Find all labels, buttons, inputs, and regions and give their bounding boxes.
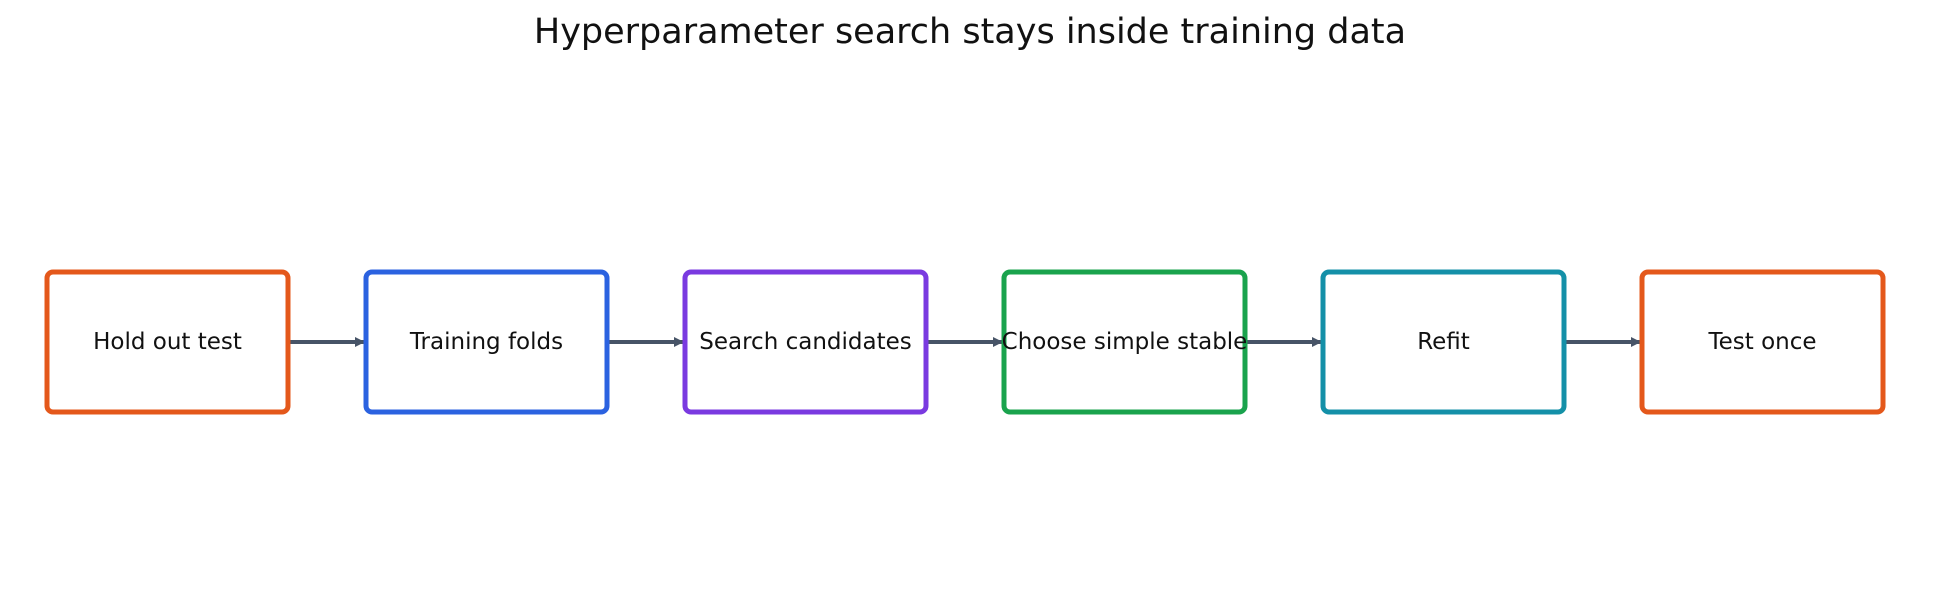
node-box	[1001, 269, 1248, 415]
node-label: Test once	[1707, 329, 1816, 355]
node-label: Refit	[1417, 329, 1470, 355]
node-label: Choose simple stable	[1002, 329, 1248, 355]
node-3: Search candidates	[682, 269, 929, 415]
node-label: Hold out test	[93, 329, 242, 355]
node-1: Hold out test	[44, 269, 291, 415]
node-4: Choose simple stable	[1001, 269, 1248, 415]
diagram-title: Hyperparameter search stays inside train…	[533, 12, 1407, 52]
node-box	[44, 269, 291, 415]
node-label: Training folds	[409, 329, 563, 355]
node-box	[1320, 269, 1567, 415]
node-2: Training folds	[363, 269, 610, 415]
nodes-layer: Hold out test Training folds Search candid…	[44, 269, 1886, 415]
node-box	[682, 269, 929, 415]
node-box	[1639, 269, 1886, 415]
node-5: Refit	[1320, 269, 1567, 415]
node-box	[363, 269, 610, 415]
node-6: Test once	[1639, 269, 1886, 415]
node-label: Search candidates	[699, 329, 911, 355]
